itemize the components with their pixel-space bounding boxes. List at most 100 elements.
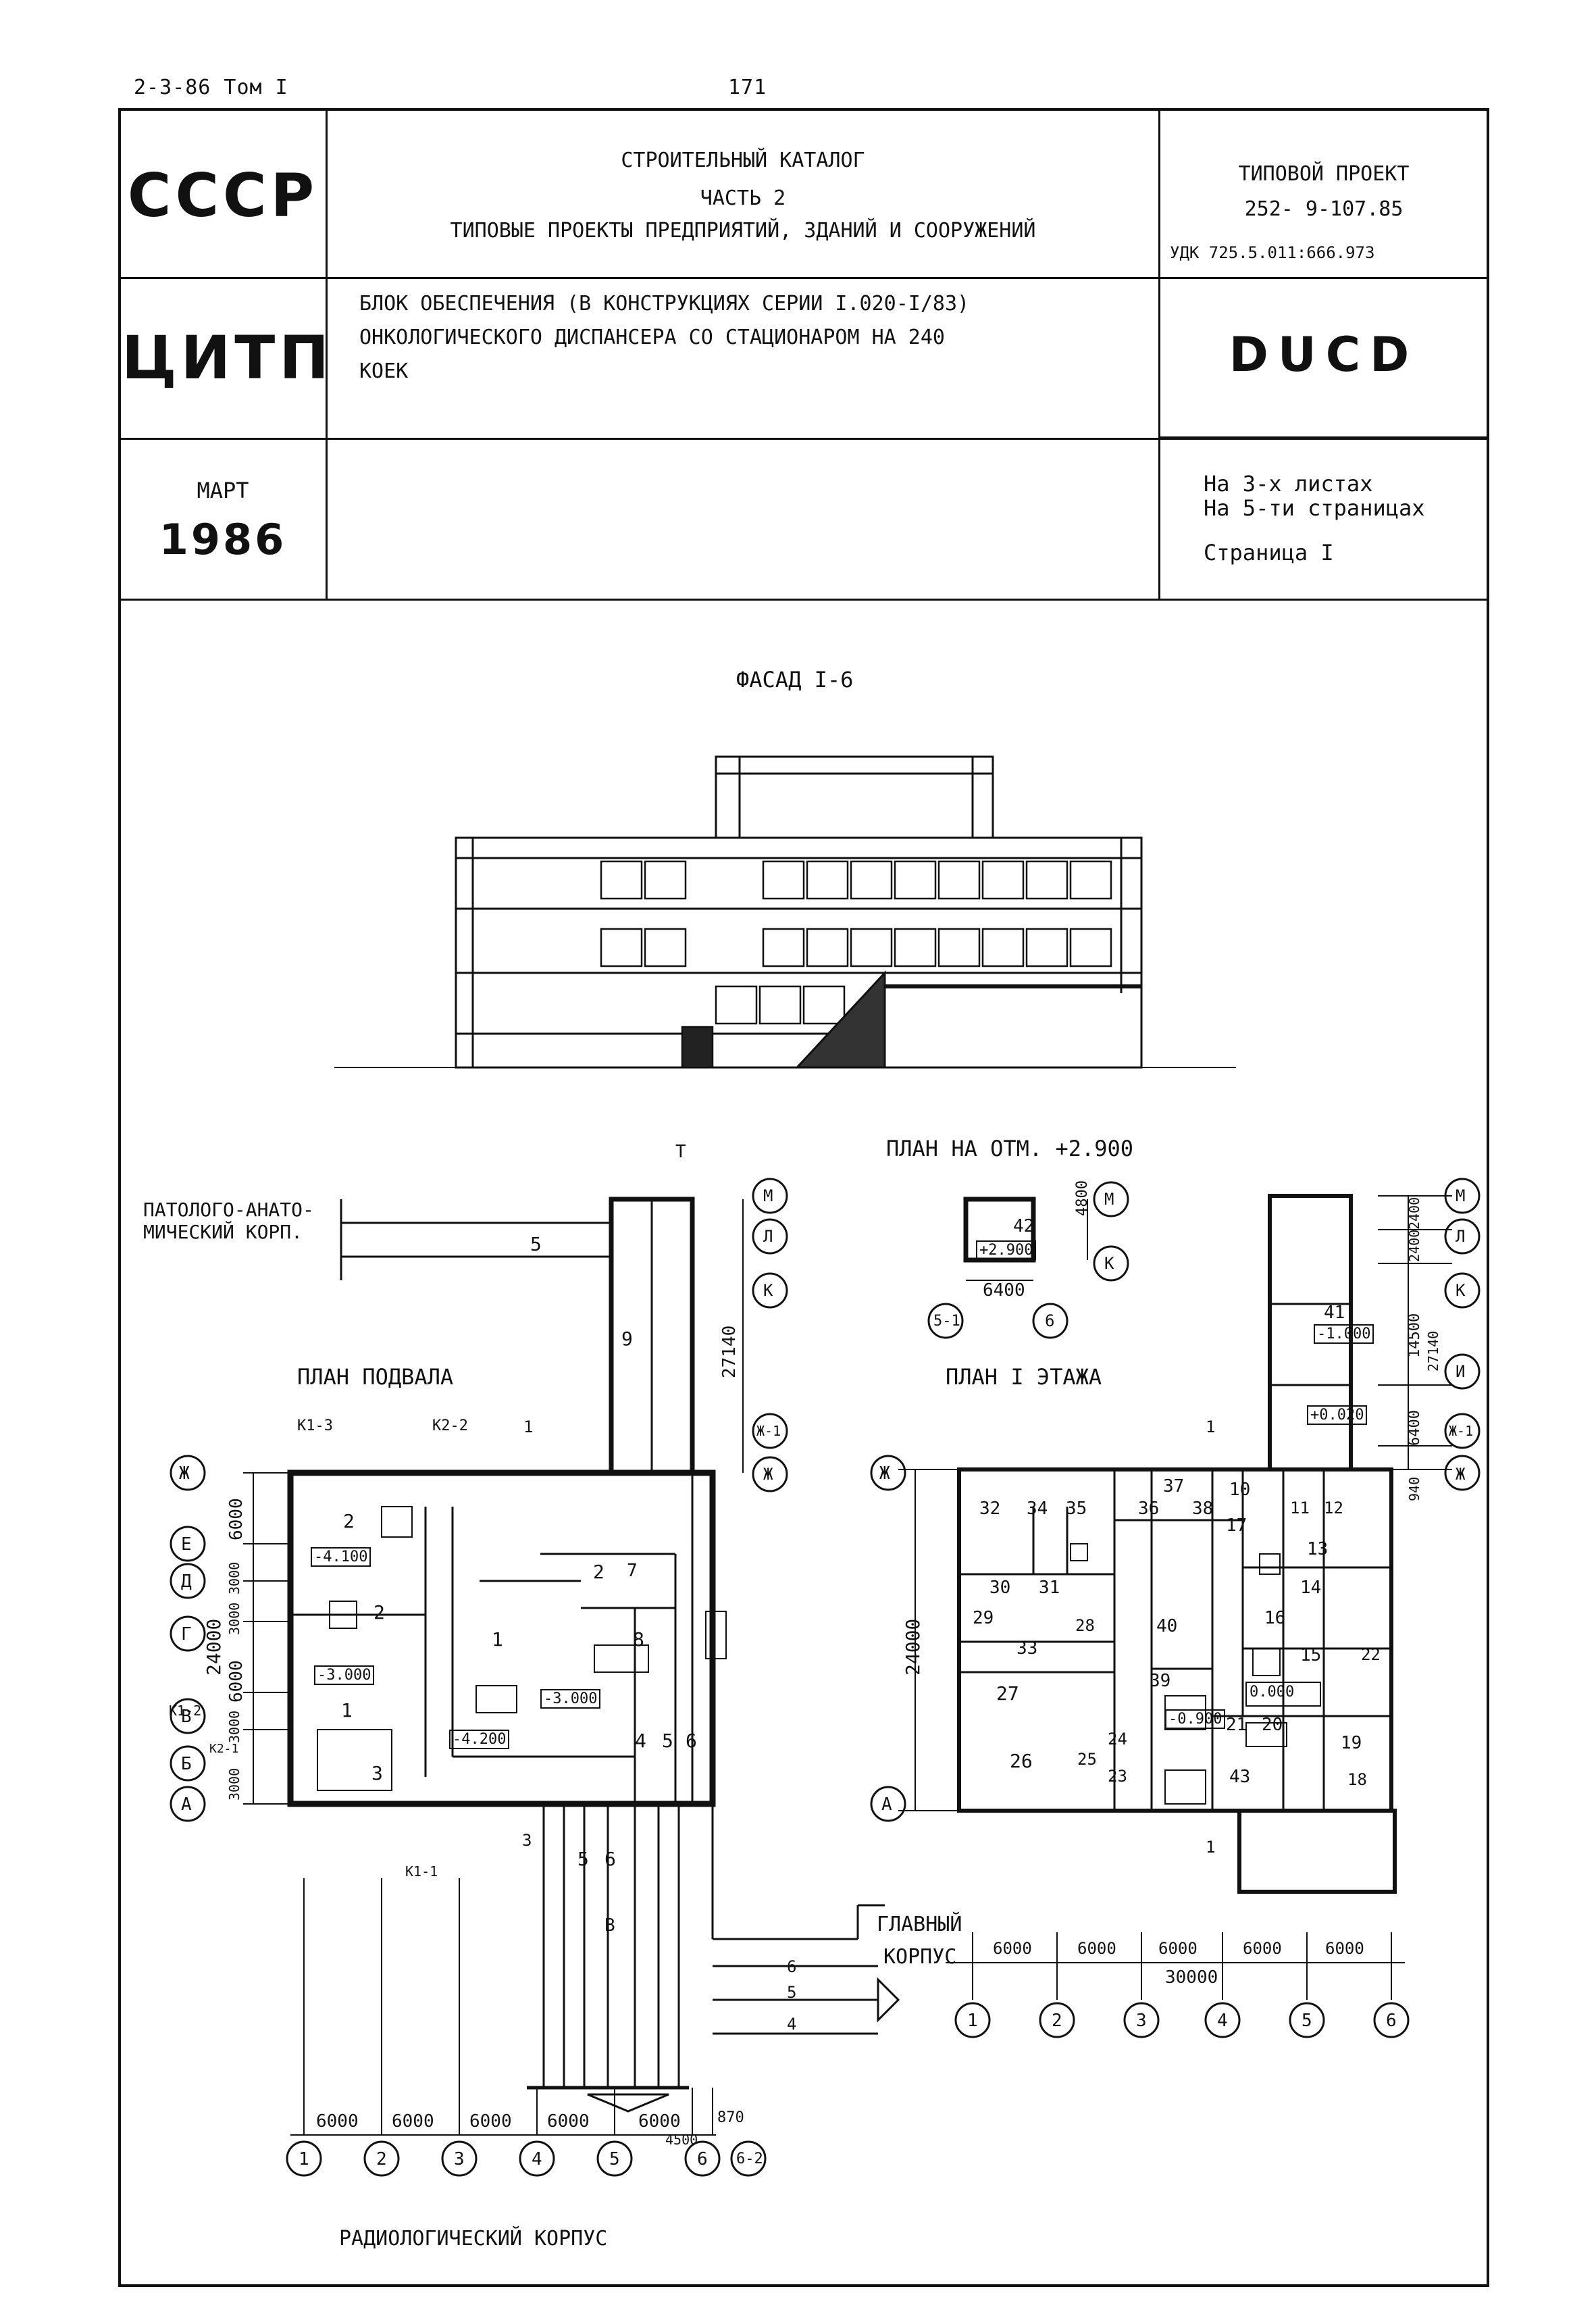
axis-r-k: К xyxy=(1456,1281,1466,1300)
facade-elevation xyxy=(334,755,1236,1069)
stamp-line xyxy=(1158,436,1489,438)
b-room: 4 xyxy=(635,1730,646,1752)
f-room: 22 xyxy=(1361,1645,1381,1664)
label-patho: ПАТОЛОГО-АНАТО- xyxy=(143,1199,314,1221)
f-room: 35 xyxy=(1066,1499,1087,1519)
f-room: 32 xyxy=(979,1499,1001,1519)
label-main-2: КОРПУС xyxy=(883,1945,957,1969)
org-ussr: СССР xyxy=(127,161,319,230)
stamp-line xyxy=(118,438,1489,440)
room-42: 42 xyxy=(1013,1216,1035,1236)
f-room: 30 xyxy=(989,1578,1011,1598)
dim-r-2: 6000 xyxy=(1077,1939,1116,1958)
axis-r-m: М xyxy=(1456,1186,1466,1205)
axis-l: Л xyxy=(763,1227,773,1246)
f-room: 16 xyxy=(1264,1608,1286,1628)
dim-b-3: 6000 xyxy=(469,2111,512,2132)
sect-1b: 1 xyxy=(1206,1417,1216,1436)
axis-5: 5 xyxy=(609,2149,620,2169)
f-room: 18 xyxy=(1347,1770,1367,1789)
series-label: 2-3-86 Том I xyxy=(134,76,288,99)
f-room: 27 xyxy=(996,1682,1019,1705)
dim-b-870: 870 xyxy=(717,2109,744,2126)
stamp-line xyxy=(1158,108,1160,600)
basement-title: ПЛАН ПОДВАЛА xyxy=(297,1364,454,1390)
axis-r-6: 6 xyxy=(1386,2011,1397,2031)
dim-v-3000d: 3000 xyxy=(226,1767,242,1801)
f-room: 37 xyxy=(1163,1476,1185,1496)
stamp-line xyxy=(118,599,1489,601)
sect-k22: K2-2 xyxy=(432,1417,468,1434)
catalog-line-1: СТРОИТЕЛЬНЫЙ КАТАЛОГ xyxy=(621,149,865,172)
b-room: 5 xyxy=(662,1730,673,1752)
dim-b-4: 6000 xyxy=(547,2111,590,2132)
dim-30000: 30000 xyxy=(1165,1967,1218,1988)
axis-r-2: 2 xyxy=(1052,2011,1062,2031)
mark-2900: +2.900 xyxy=(976,1240,1037,1260)
floor1-title: ПЛАН I ЭТАЖА xyxy=(946,1364,1102,1390)
f-room: 38 xyxy=(1192,1499,1214,1519)
mark-3000a: -3.000 xyxy=(314,1665,375,1685)
dim-b-1: 6000 xyxy=(316,2111,359,2132)
axis-1: 1 xyxy=(299,2149,309,2169)
small-axis-6: 6 xyxy=(1045,1311,1055,1330)
axis-bubbles xyxy=(170,1178,1481,2177)
f-room: 20 xyxy=(1262,1715,1283,1735)
axis-r-a: А xyxy=(881,1794,892,1815)
dim-4500: 4500 xyxy=(665,2132,698,2148)
axis-r-zh1: Ж-1 xyxy=(1449,1423,1474,1439)
dim-rv-2400b: 2400 xyxy=(1406,1229,1422,1262)
axis-3: 3 xyxy=(454,2149,465,2169)
f-room: 36 xyxy=(1138,1499,1160,1519)
b-room: В xyxy=(604,1915,615,1936)
b-room: 7 xyxy=(627,1561,638,1581)
basement-plan xyxy=(287,1197,900,2113)
label-patho-2: МИЧЕСКИЙ КОРП. xyxy=(143,1221,303,1243)
f-room: 43 xyxy=(1229,1767,1251,1787)
sect-3: 3 xyxy=(522,1831,532,1850)
stamp-line xyxy=(326,108,328,600)
dim-b-5: 6000 xyxy=(638,2111,681,2132)
dim-rv-14500: 14500 xyxy=(1406,1313,1423,1358)
axis-r-4: 4 xyxy=(1217,2011,1228,2031)
mark-1000: -1.000 xyxy=(1314,1324,1374,1344)
axis-v: В xyxy=(181,1707,192,1727)
dim-r-4: 6000 xyxy=(1243,1939,1282,1958)
axis-r-zh: Ж xyxy=(1456,1465,1466,1484)
dim-v-3000c: 3000 xyxy=(226,1710,242,1743)
dim-24000-right: 24000 xyxy=(902,1618,924,1676)
small-axis-m: М xyxy=(1104,1190,1114,1209)
dim-v-3000a: 3000 xyxy=(226,1561,242,1594)
dim-v-6000b: 6000 xyxy=(226,1660,247,1703)
f-room: 41 xyxy=(1324,1303,1345,1323)
sect-k13: K1-3 xyxy=(297,1417,333,1434)
udk: УДК 725.5.011:666.973 xyxy=(1170,243,1375,262)
f-room: 14 xyxy=(1300,1578,1322,1598)
b-room: 1 xyxy=(492,1628,503,1651)
f-room: 13 xyxy=(1307,1539,1329,1559)
dim-v-6000a: 6000 xyxy=(226,1498,247,1540)
dim-r-3: 6000 xyxy=(1158,1939,1198,1958)
sect-k11: K1-1 xyxy=(405,1863,438,1880)
f-room: 21 xyxy=(1226,1715,1247,1735)
b-room: 8 xyxy=(633,1628,644,1651)
dim-rv-6400: 6400 xyxy=(1406,1410,1423,1446)
page-number: 171 xyxy=(728,76,767,99)
axis-6: 6 xyxy=(697,2149,708,2169)
f-room: 11 xyxy=(1290,1499,1310,1517)
label-radio: РАДИОЛОГИЧЕСКИЙ КОРПУС xyxy=(339,2227,608,2250)
sheet-frame xyxy=(118,108,1489,2287)
axes-left xyxy=(243,1199,744,2136)
f-room: 24 xyxy=(1108,1730,1127,1749)
mark-0020: +0.020 xyxy=(1307,1405,1368,1425)
pages-count: На 5-ти страницах xyxy=(1204,495,1425,521)
f-room: 29 xyxy=(973,1608,994,1628)
f-room: 12 xyxy=(1324,1499,1343,1517)
f-room: 26 xyxy=(1010,1750,1033,1772)
facade-title: ФАСАД I-6 xyxy=(736,667,854,693)
axis-m: М xyxy=(763,1186,773,1205)
small-axis-k: К xyxy=(1104,1254,1114,1273)
date-year: 1986 xyxy=(159,515,287,564)
title-line-3: КОЕК xyxy=(359,359,409,383)
b-room: 6 xyxy=(686,1730,697,1752)
